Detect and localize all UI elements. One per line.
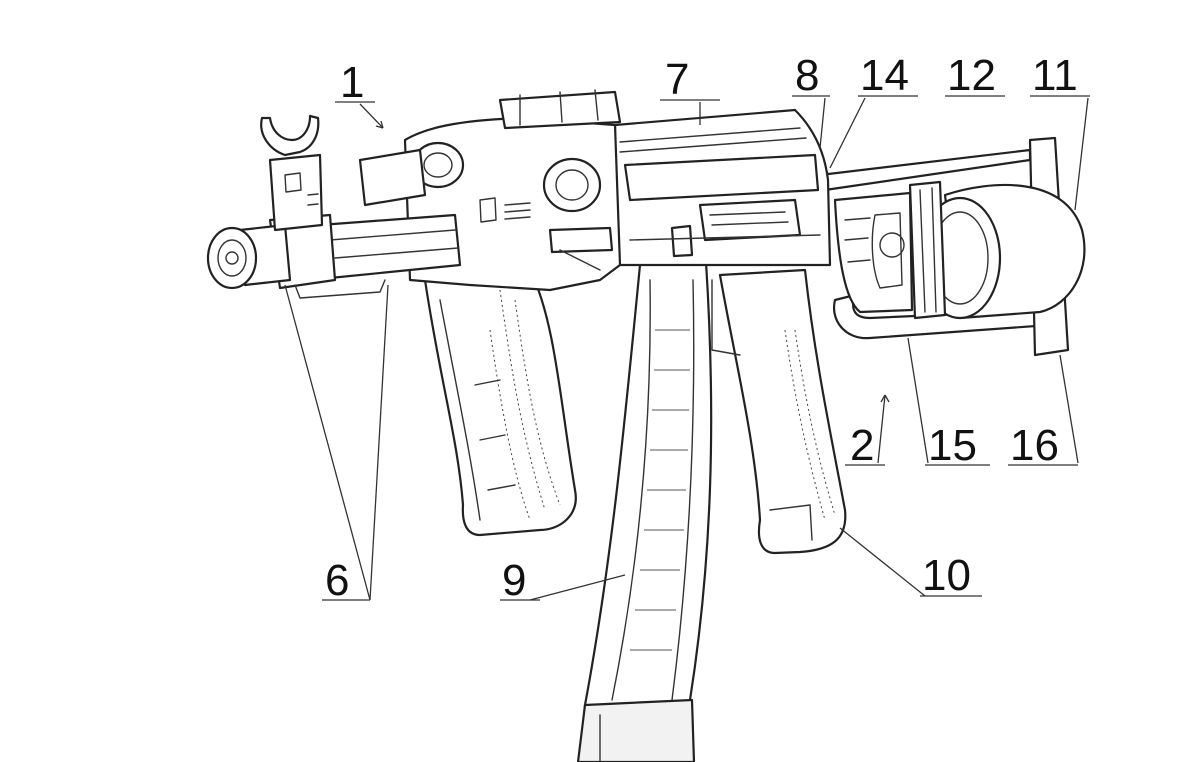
callout-12: 12: [947, 51, 996, 100]
callout-16: 16: [1010, 421, 1059, 470]
launcher-assembly: [818, 136, 1086, 357]
callout-labels: 1 2 6 7 8 9 10 11 12 14 15 16: [325, 51, 1078, 605]
magazine: [576, 260, 713, 762]
callout-15: 15: [928, 421, 977, 470]
callout-6: 6: [325, 556, 349, 605]
callout-1: 1: [340, 58, 364, 107]
callout-8: 8: [795, 51, 819, 100]
front-sight: [260, 114, 324, 232]
callout-11: 11: [1032, 51, 1078, 100]
callout-10: 10: [922, 551, 971, 600]
receiver: [613, 108, 832, 267]
callout-14: 14: [860, 51, 909, 100]
rear-foregrip: [711, 268, 847, 555]
barrel: [206, 148, 462, 299]
pistol-grip: [423, 268, 577, 537]
callout-7: 7: [665, 55, 689, 104]
callout-leaders: [284, 95, 1090, 601]
callout-9: 9: [502, 556, 526, 605]
callout-2: 2: [850, 421, 874, 470]
